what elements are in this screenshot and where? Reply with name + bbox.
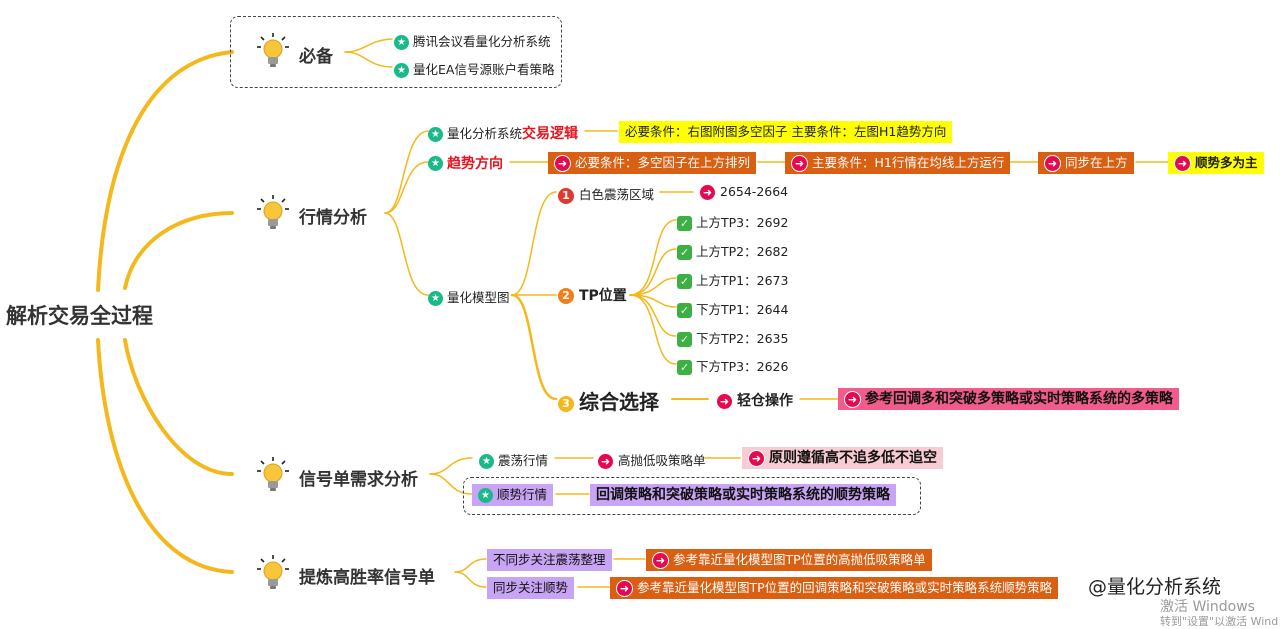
- trend-step-1: ➜必要条件：多空因子在上方排列: [548, 152, 757, 174]
- check-icon: ✓: [677, 360, 692, 375]
- branch-bibei-title: 必备: [299, 47, 333, 67]
- star-icon: ★: [394, 63, 409, 78]
- number-badge-icon: 3: [558, 395, 574, 412]
- high-sell-low-buy: ➜高抛低吸策略单: [597, 450, 706, 470]
- root-topic: 解析交易全过程: [6, 304, 153, 328]
- check-icon: ✓: [677, 274, 692, 289]
- windows-activation-text: 激活 Windows: [1160, 599, 1255, 615]
- arrow-right-icon: ➜: [699, 184, 716, 201]
- brand-watermark: @量化分析系统: [1088, 576, 1222, 598]
- model-sub-1-value: ➜2654-2664: [699, 184, 788, 201]
- branch-tilian-title: 提炼高胜率信号单: [299, 568, 435, 588]
- model-node: ★量化模型图: [428, 287, 510, 306]
- arrow-right-icon: ➜: [1044, 155, 1061, 172]
- number-badge-icon: 2: [558, 288, 574, 304]
- nonsync-range-node: 不同步关注震荡整理: [487, 549, 612, 571]
- trend-market-frame: [463, 477, 921, 515]
- arrow-right-icon: ➜: [844, 390, 861, 408]
- star-icon: ★: [428, 127, 443, 142]
- tp-item: ✓下方TP2：2635: [677, 328, 788, 347]
- tp-item: ✓下方TP3：2626: [677, 356, 788, 375]
- bibei-item-2: ★量化EA信号源账户看策略: [394, 59, 554, 78]
- tp-item: ✓上方TP2：2682: [677, 241, 788, 260]
- logic-node: ★量化分析系统交易逻辑: [428, 123, 578, 143]
- arrow-right-icon: ➜: [554, 155, 571, 172]
- sync-trend-node: 同步关注顺势: [487, 577, 575, 599]
- check-icon: ✓: [677, 332, 692, 347]
- lightbulb-icon: [257, 33, 289, 67]
- trend-market-node: ★顺势行情: [472, 484, 554, 506]
- number-badge-icon: 1: [558, 187, 574, 204]
- nonsync-strategy-note: ➜参考靠近量化模型图TP位置的高抛低吸策略单: [646, 549, 932, 571]
- arrow-right-icon: ➜: [748, 449, 765, 467]
- light-position-op: ➜轻仓操作: [716, 390, 793, 410]
- trend-step-3: ➜同步在上方: [1038, 152, 1134, 174]
- check-icon: ✓: [677, 303, 692, 318]
- arrow-right-icon: ➜: [716, 392, 733, 410]
- arrow-right-icon: ➜: [1174, 155, 1191, 172]
- trend-step-2: ➜主要条件：H1行情在均线上方运行: [785, 152, 1011, 174]
- star-icon: ★: [479, 454, 494, 469]
- tp-item: ✓下方TP1：2644: [677, 299, 788, 318]
- star-icon: ★: [478, 488, 493, 503]
- check-icon: ✓: [677, 216, 692, 231]
- bibei-frame: [230, 16, 562, 88]
- long-strategy-note: ➜参考回调多和突破多策略或实时策略系统的多策略: [838, 388, 1179, 410]
- bibei-item-1: ★腾讯会议看量化分析系统: [394, 31, 551, 50]
- star-icon: ★: [428, 156, 443, 171]
- range-market-node: ★震荡行情: [479, 450, 548, 469]
- check-icon: ✓: [677, 245, 692, 260]
- branch-hangqing-title: 行情分析: [299, 208, 367, 228]
- tp-item: ✓上方TP1：2673: [677, 270, 788, 289]
- windows-activation-subtext: 转到"设置"以激活 Wind: [1160, 615, 1279, 628]
- arrow-right-icon: ➜: [652, 552, 669, 569]
- logic-note: 必要条件：右图附图多空因子 主要条件：左图H1趋势方向: [619, 121, 953, 143]
- lightbulb-icon: [257, 195, 289, 229]
- lightbulb-icon: [257, 555, 289, 589]
- arrow-right-icon: ➜: [791, 155, 808, 172]
- sync-strategy-note: ➜参考靠近量化模型图TP位置的回调策略和突破策略或实时策略系统顺势策略: [610, 577, 1059, 599]
- trend-strategy-note: 回调策略和突破策略或实时策略系统的顺势策略: [590, 484, 896, 506]
- branch-xinhao-title: 信号单需求分析: [299, 470, 418, 490]
- arrow-right-icon: ➜: [616, 580, 633, 597]
- trend-node: ★趋势方向: [428, 153, 503, 173]
- star-icon: ★: [394, 35, 409, 50]
- lightbulb-icon: [257, 457, 289, 491]
- principle-note: ➜原则遵循高不追多低不追空: [742, 447, 943, 469]
- star-icon: ★: [428, 291, 443, 306]
- trend-step-4: ➜顺势多为主: [1168, 152, 1264, 174]
- arrow-right-icon: ➜: [597, 453, 614, 470]
- tp-item: ✓上方TP3：2692: [677, 212, 788, 231]
